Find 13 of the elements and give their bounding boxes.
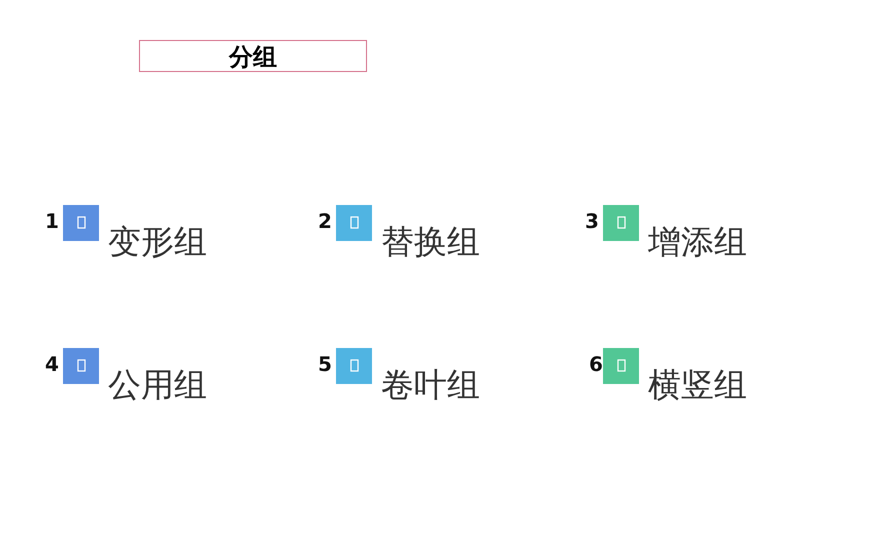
item-number: 5 (318, 353, 332, 375)
title: 分组 (228, 43, 278, 71)
group-name: 替换组 (381, 223, 480, 261)
item-number: 3 (585, 210, 599, 232)
item-number: 2 (318, 210, 332, 232)
group-name: 变形组 (108, 223, 207, 261)
item-number: 1 (45, 210, 59, 232)
group-name: 公用组 (108, 366, 207, 404)
group-name: 横竖组 (648, 366, 747, 404)
item-number: 4 (45, 353, 59, 375)
group-name: 卷叶组 (381, 366, 480, 404)
group-name: 增添组 (648, 223, 747, 261)
item-number: 6 (589, 353, 603, 375)
